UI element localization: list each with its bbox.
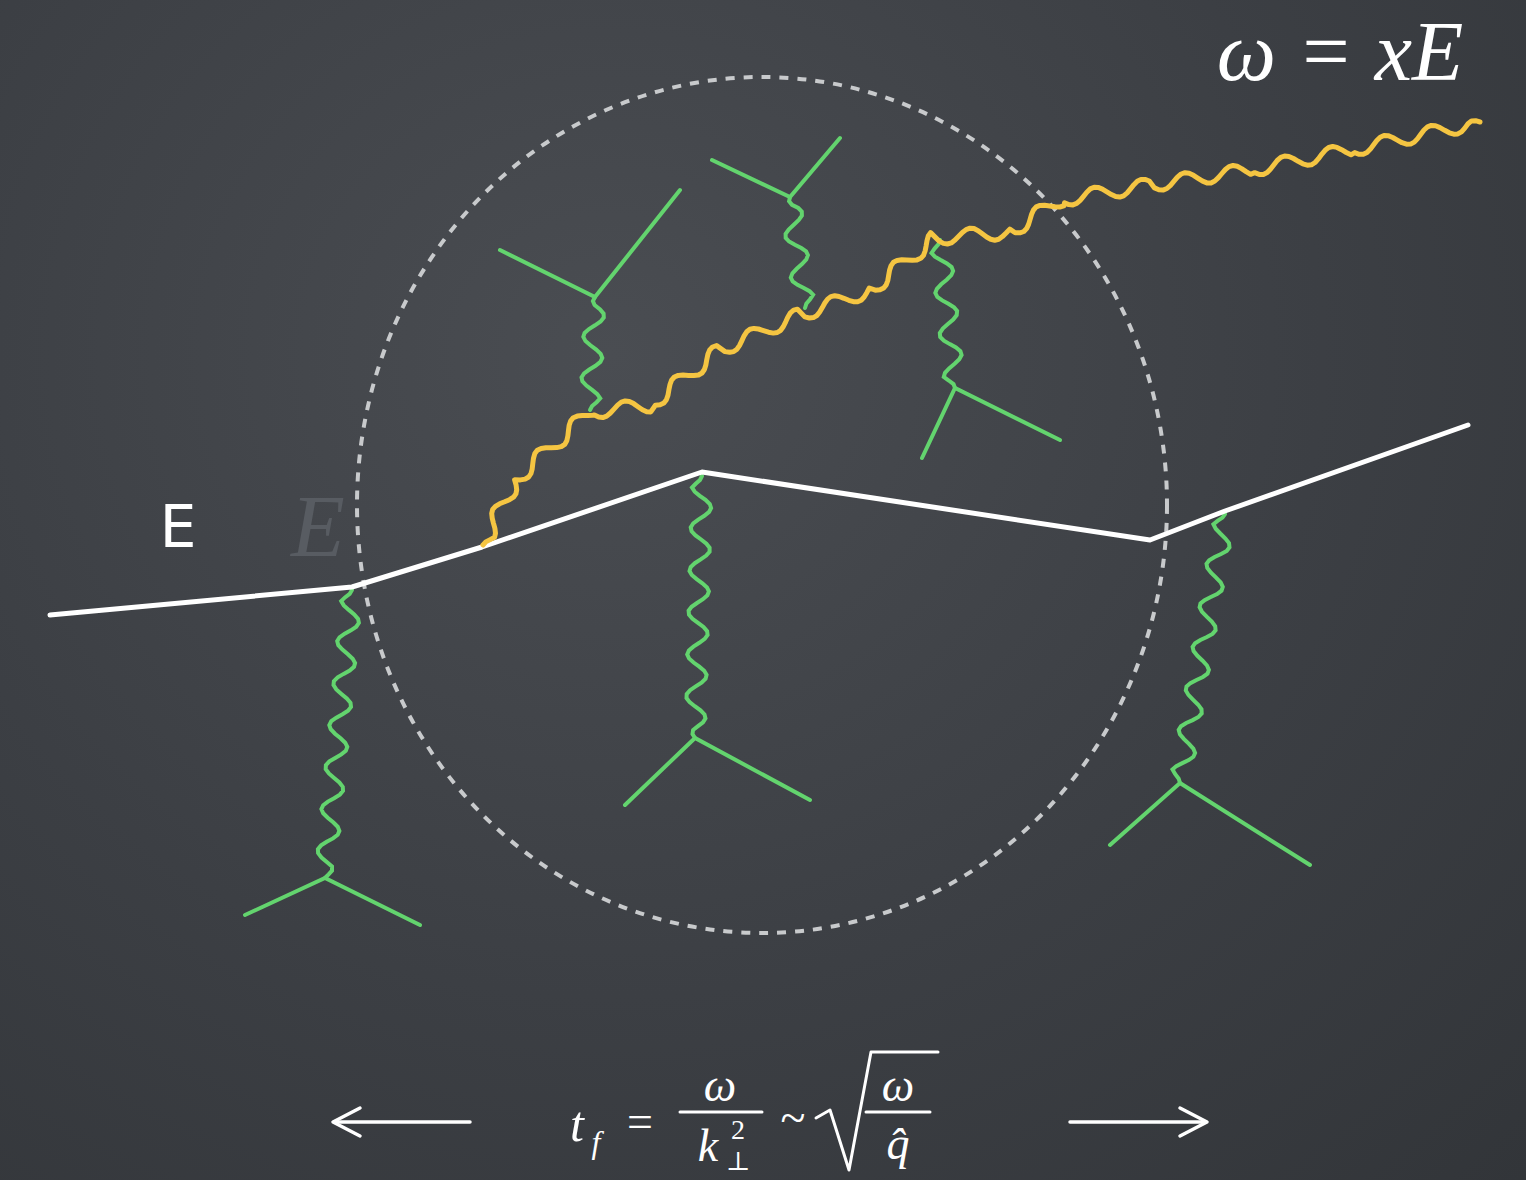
gluon-exchange [687, 476, 712, 738]
gluon-exchange [318, 590, 359, 878]
medium-parton [625, 738, 810, 805]
subscript: f [592, 1126, 601, 1158]
gluon-exchange [582, 297, 604, 410]
transport-coefficient: q̂ [887, 1121, 910, 1167]
medium-gluons [245, 138, 1310, 925]
gluon-exchange [1173, 514, 1230, 783]
quark-energy: E [160, 498, 197, 556]
quark-line [50, 425, 1468, 615]
numerator: ω [704, 1063, 736, 1109]
formation-time: t [570, 1099, 584, 1149]
subscript: ⊥ [726, 1149, 750, 1175]
faint-energy: E [291, 483, 345, 571]
medium-parton [245, 878, 420, 925]
gluon-exchange [786, 197, 814, 308]
medium-parton [1110, 783, 1310, 865]
energy-fraction: ω = xE [1217, 10, 1464, 94]
tilde: ~ [781, 1095, 806, 1141]
equals-sign: = [627, 1099, 653, 1145]
superscript: 2 [731, 1116, 745, 1144]
medium-parton [500, 190, 680, 297]
momentum: k [698, 1123, 718, 1169]
medium-parton [922, 388, 1060, 458]
gluon-exchange [932, 240, 962, 388]
formula-strokes [333, 1052, 1207, 1170]
medium-parton [712, 138, 840, 197]
emitted-gluon [483, 121, 1480, 545]
numerator: ω [882, 1063, 914, 1109]
